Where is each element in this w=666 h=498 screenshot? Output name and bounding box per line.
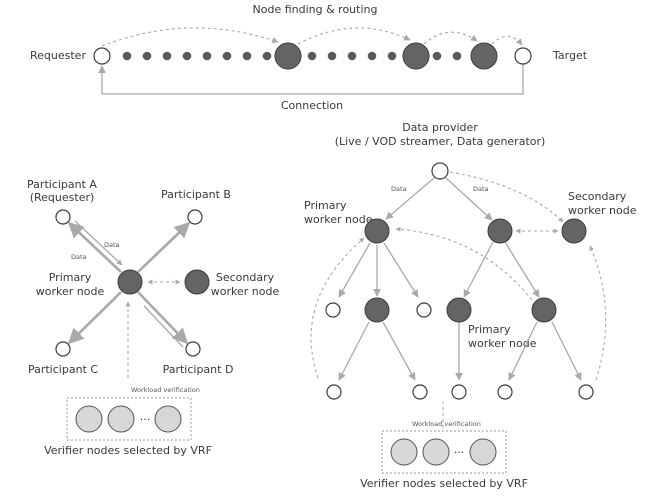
right-primary-worker-node-1: [364, 218, 390, 244]
right-primary-label-2: worker node: [304, 213, 373, 226]
link-a-to-hub: [74, 220, 123, 266]
data-label-a1: Data: [104, 241, 120, 249]
data-label-right: Data: [473, 185, 489, 193]
connection-label: Connection: [281, 99, 343, 112]
left-primary-label-1: Primary: [49, 271, 92, 284]
data-label-a2: Data: [71, 253, 87, 261]
right-verifier-caption: Verifier nodes selected by VRF: [360, 477, 528, 490]
routing-arc-4: [491, 35, 523, 46]
left-workload-label: Workload verification: [131, 386, 200, 394]
edge-p5-to-leaf4: [508, 321, 538, 381]
participant-d-label: Participant D: [163, 363, 234, 376]
left-verifier-ellipsis: ···: [140, 413, 151, 426]
right-primary-worker-node-2: [487, 218, 513, 244]
left-secondary-worker-node: [184, 269, 210, 295]
right-participant-1: [326, 384, 342, 400]
right-secondary-label-1: Secondary: [568, 190, 627, 203]
right-participant-2: [412, 384, 428, 400]
edge-p1-to-w2: [383, 242, 419, 298]
right-verifier-node-1: [390, 438, 418, 466]
right-workload-label: Workload verification: [412, 420, 481, 428]
right-verifier-box: [381, 430, 507, 474]
dashed-path-p5-to-p1: [395, 226, 533, 301]
right-primary-mid-label-1: Primary: [468, 323, 511, 336]
data-provider-node: [431, 162, 449, 180]
routing-dots: [122, 51, 462, 61]
left-primary-worker-node: [117, 269, 143, 295]
edge-p3-to-leaf1: [338, 321, 370, 381]
requester-node: [93, 47, 111, 65]
participant-a-label: Participant A: [27, 178, 97, 191]
edge-provider-to-p2: [445, 177, 493, 221]
edge-p3-to-leaf2: [382, 321, 416, 381]
link-d-back: [143, 305, 184, 348]
routing-arc-2: [297, 27, 411, 45]
edge-provider-to-p1: [385, 177, 435, 220]
participant-c-node: [55, 341, 71, 357]
routing-arc-1: [101, 27, 279, 47]
left-verifier-box: [66, 397, 192, 441]
link-c-back: [74, 297, 117, 339]
link-hub-to-d: [137, 291, 189, 345]
dashed-path-leaf5-to-secondary: [589, 245, 607, 381]
participant-a-sub-label: (Requester): [30, 191, 95, 204]
right-verifier-node-2: [422, 438, 450, 466]
right-primary-label-1: Primary: [304, 199, 347, 212]
left-verifier-node-1: [75, 405, 103, 433]
participant-d-node: [185, 341, 201, 357]
routing-section: Node finding & routing Requester Target …: [30, 3, 588, 112]
left-verifier-caption: Verifier nodes selected by VRF: [44, 444, 212, 457]
right-participant-3: [451, 384, 467, 400]
data-label-left: Data: [391, 185, 407, 193]
left-star-section: Participant A (Requester) Participant B …: [27, 178, 279, 457]
left-secondary-label-1: Secondary: [216, 271, 275, 284]
data-provider-label-1: Data provider: [402, 121, 478, 134]
right-tree-section: Data provider (Live / VOD streamer, Data…: [304, 121, 637, 490]
right-secondary-worker-node: [561, 218, 587, 244]
left-secondary-label-2: worker node: [211, 285, 280, 298]
data-provider-label-2: (Live / VOD streamer, Data generator): [335, 135, 546, 148]
right-worker-leaf-2: [416, 302, 432, 318]
requester-label: Requester: [30, 49, 86, 62]
dashed-path-leaf1-to-p1: [310, 237, 365, 379]
edge-p1-to-w1: [338, 242, 371, 298]
right-verifier-ellipsis: ···: [454, 446, 465, 459]
routing-hop-node-1: [274, 42, 302, 70]
right-primary-worker-node-5: [531, 297, 557, 323]
connection-line: [98, 64, 524, 95]
participant-c-label: Participant C: [28, 363, 98, 376]
participant-b-node: [187, 209, 203, 225]
right-participant-5: [578, 384, 594, 400]
link-hub-to-a: [67, 221, 122, 273]
routing-arc-3: [423, 31, 478, 45]
right-verifier-node-3: [469, 438, 497, 466]
right-primary-worker-node-4: [446, 297, 472, 323]
right-worker-leaf-1: [325, 302, 341, 318]
edge-p2-to-p4: [463, 241, 494, 298]
edge-p2-to-p5: [504, 241, 540, 298]
left-verifier-node-3: [154, 405, 182, 433]
routing-hop-node-2: [402, 42, 430, 70]
edge-provider-to-secondary: [449, 171, 564, 223]
left-verifier-node-2: [107, 405, 135, 433]
participant-a-node: [55, 209, 71, 225]
link-b-back: [142, 228, 185, 269]
right-primary-worker-node-3: [364, 297, 390, 323]
routing-title: Node finding & routing: [253, 3, 378, 16]
target-label: Target: [552, 49, 588, 62]
left-primary-label-2: worker node: [36, 285, 105, 298]
edge-p5-to-leaf5: [551, 321, 582, 381]
right-secondary-label-2: worker node: [568, 204, 637, 217]
target-node: [514, 47, 532, 65]
right-primary-mid-label-2: worker node: [468, 337, 537, 350]
right-participant-4: [497, 384, 513, 400]
routing-hop-node-3: [470, 42, 498, 70]
participant-b-label: Participant B: [161, 188, 231, 201]
